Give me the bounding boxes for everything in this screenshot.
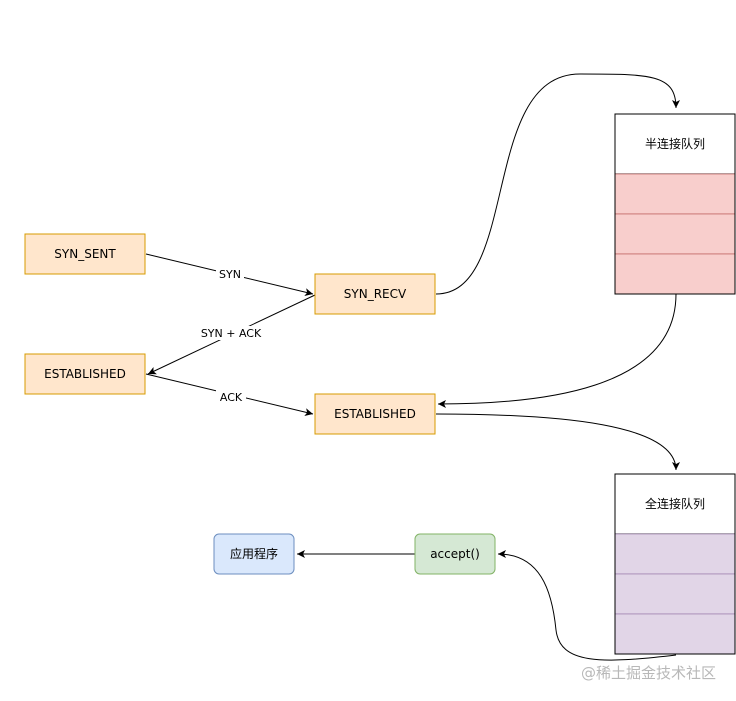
accept-label: accept() [430, 547, 480, 561]
syn-ack-label: SYN + ACK [201, 327, 262, 340]
full-connection-queue: 全连接队列 [614, 473, 736, 655]
syn-ack-label-bg [198, 326, 264, 340]
full-queue-slot [614, 613, 736, 655]
full-queue-to-accept-arrow [497, 550, 677, 661]
syn-label-bg [216, 267, 244, 281]
half-queue-title: 半连接队列 [645, 136, 705, 151]
half-queue-to-established-arrow [437, 293, 677, 408]
server-established-label: ESTABLISHED [334, 407, 416, 421]
half-queue-border [614, 113, 736, 295]
watermark-text: @稀土掘金技术社区 [581, 664, 716, 682]
half-queue-slot [614, 213, 736, 255]
client-established-node: ESTABLISHED [24, 353, 146, 395]
client-syn-sent-label: SYN_SENT [54, 247, 116, 261]
established-to-full-queue-arrow [435, 413, 680, 471]
full-queue-slot [614, 573, 736, 615]
application-node: 应用程序 [213, 533, 295, 575]
full-queue-border [614, 473, 736, 655]
full-queue-slot [614, 533, 736, 575]
syn-recv-to-half-queue-arrow [435, 73, 680, 295]
full-queue-title: 全连接队列 [645, 496, 705, 511]
syn-label: SYN [219, 268, 241, 281]
half-queue-header [614, 113, 736, 175]
application-label: 应用程序 [230, 546, 278, 561]
client-established-label: ESTABLISHED [44, 367, 126, 381]
server-established-node: ESTABLISHED [314, 393, 436, 435]
ack-label: ACK [220, 391, 243, 404]
client-syn-sent-node: SYN_SENT [24, 233, 146, 275]
server-syn-recv-label: SYN_RECV [344, 287, 407, 301]
half-queue-slot [614, 173, 736, 215]
half-connection-queue: 半连接队列 [614, 113, 736, 295]
server-syn-recv-node: SYN_RECV [314, 273, 436, 315]
half-queue-slot [614, 253, 736, 295]
accept-node: accept() [414, 533, 496, 575]
ack-label-bg [216, 390, 246, 404]
